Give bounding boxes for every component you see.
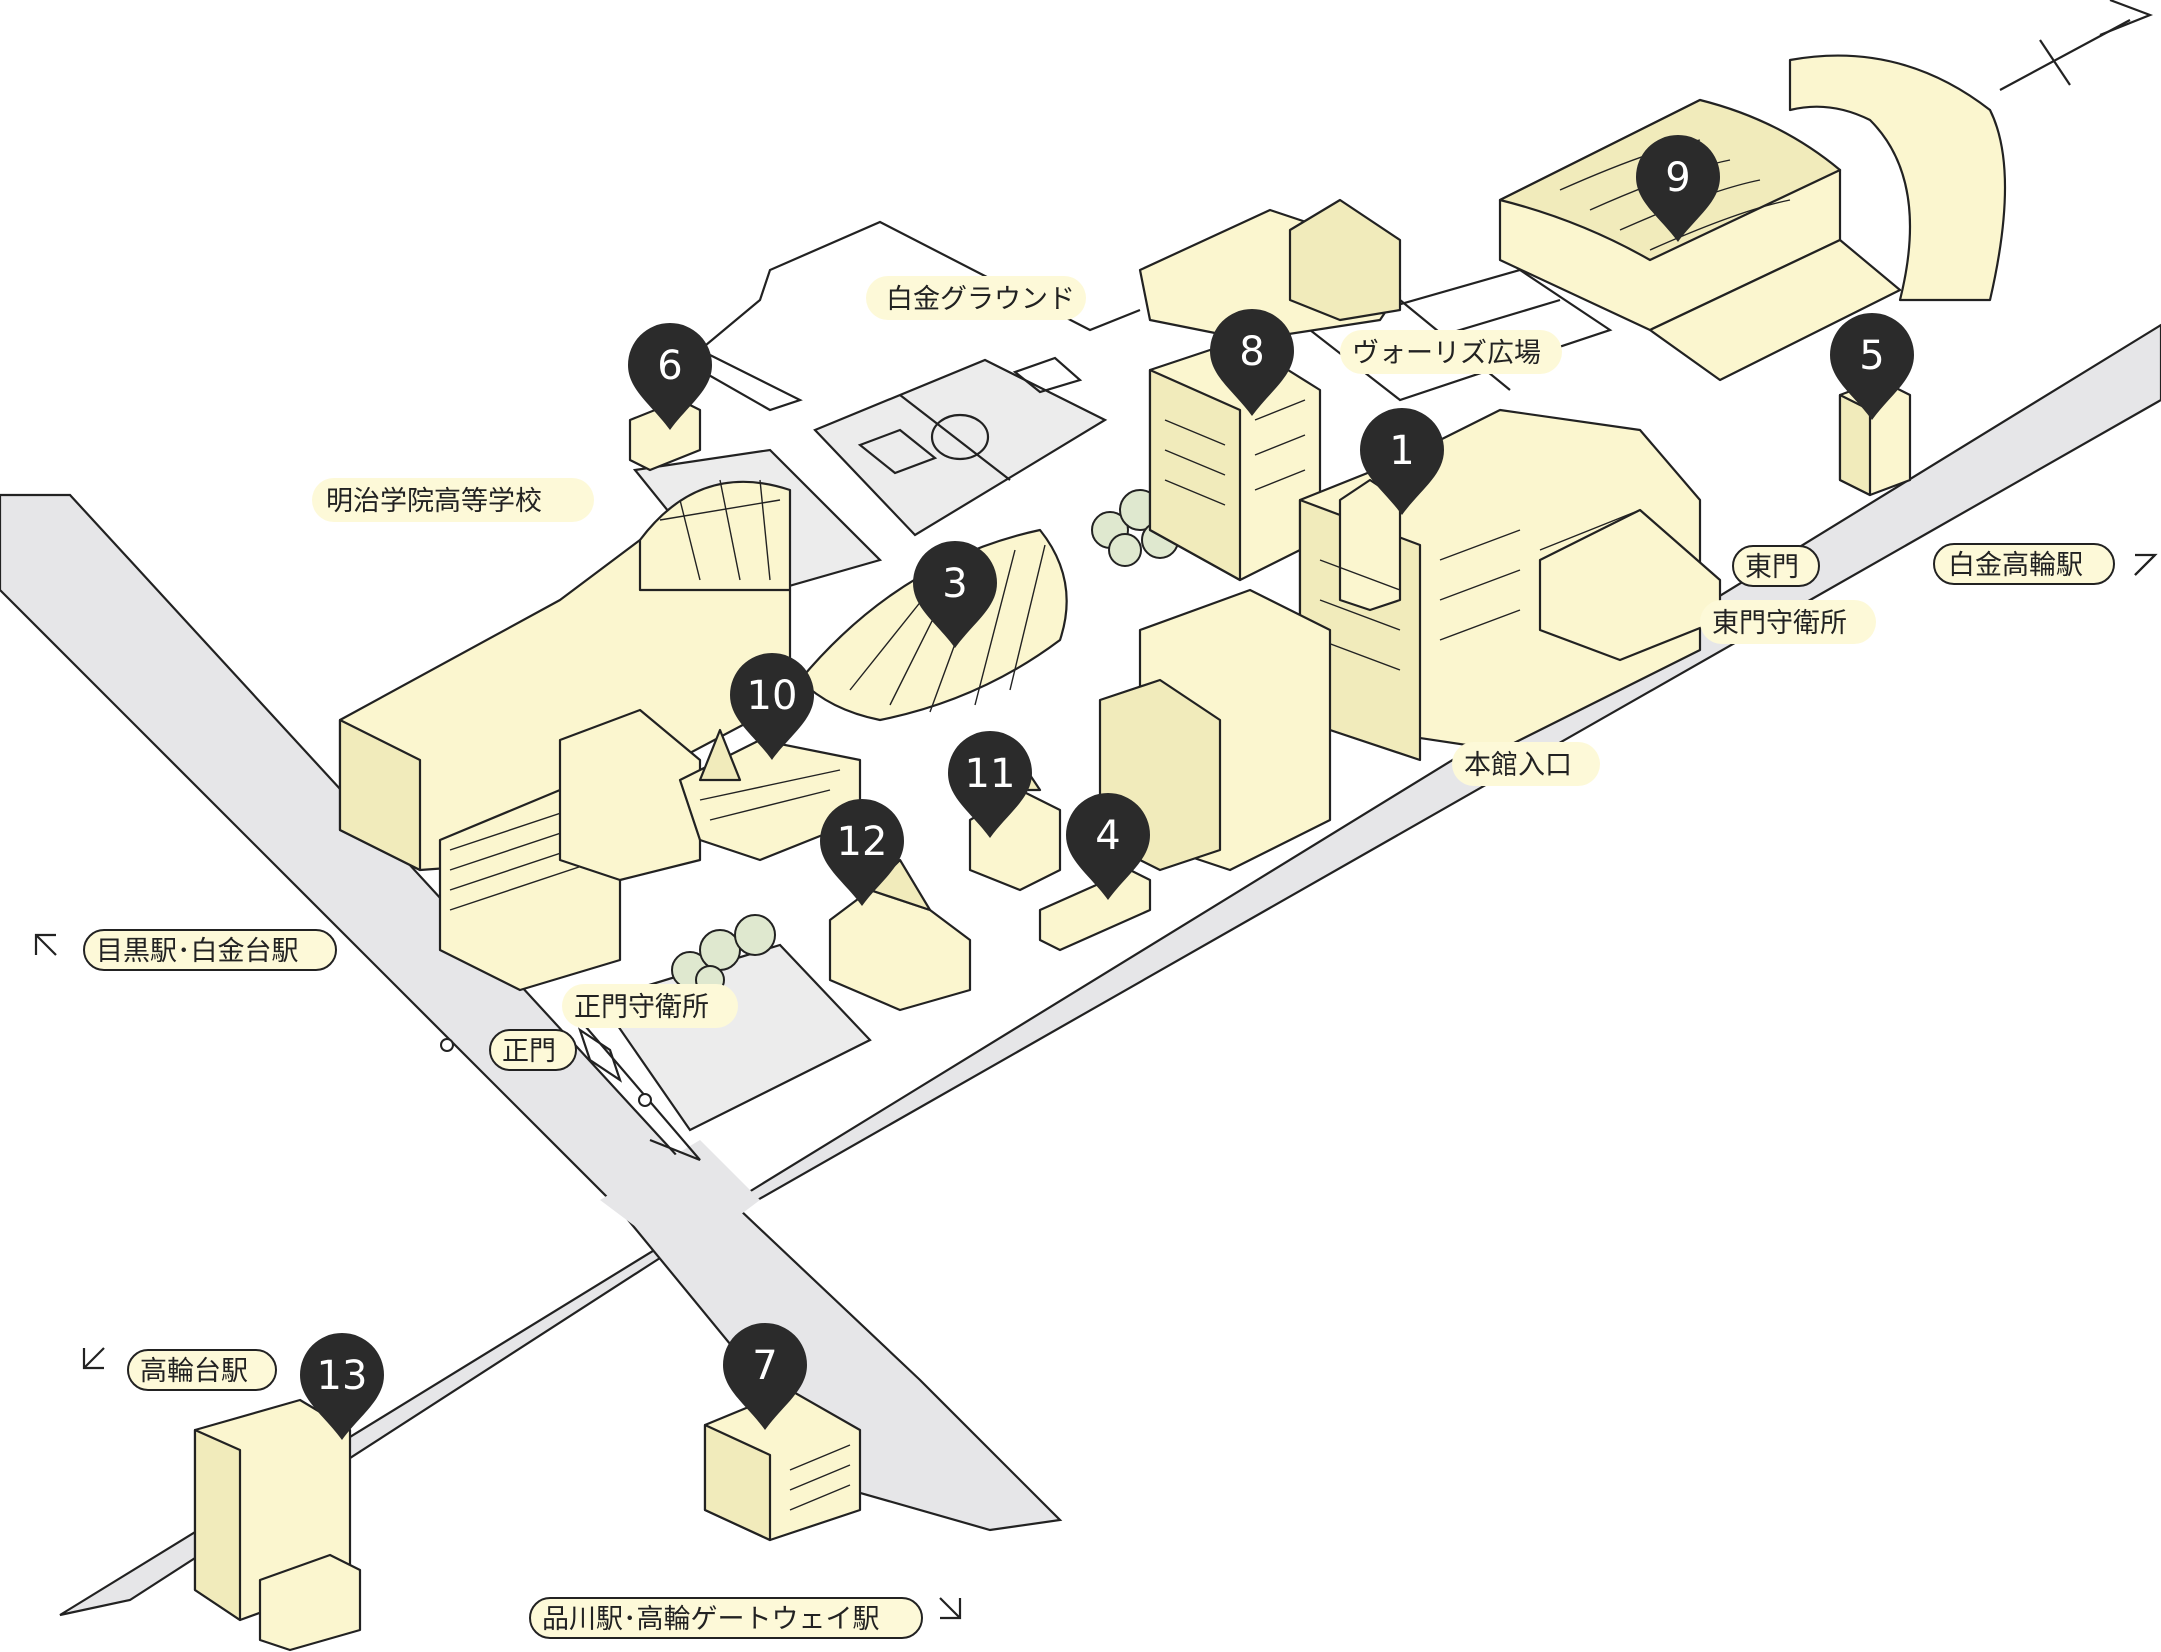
gymnasium	[1498, 54, 2007, 382]
compass-icon	[1999, 0, 2154, 91]
chapel-10	[678, 728, 862, 862]
map-pin-6[interactable]: 6	[628, 323, 712, 430]
svg-text:13: 13	[317, 1353, 368, 1399]
svg-text:ヴォーリズ広場: ヴォーリズ広場	[1352, 338, 1541, 369]
station-takanawadai[interactable]: 高輪台駅	[127, 1349, 277, 1391]
map-pin-3[interactable]: 3	[913, 541, 997, 648]
map-pins: 1 3 4 5 6 7 8 9	[300, 135, 1914, 1440]
station-meguro-shirokanedai[interactable]: 目黒駅･白金台駅	[83, 929, 337, 971]
arrow-southeast-icon	[939, 1597, 962, 1620]
arrow-northwest-icon	[34, 933, 57, 956]
svg-text:4: 4	[1095, 813, 1120, 859]
station-shirokane-takanawa[interactable]: 白金高輪駅	[1933, 543, 2115, 585]
map-pin-1[interactable]: 1	[1360, 408, 1444, 515]
arrow-northeast-icon	[2134, 553, 2158, 576]
map-pin-7[interactable]: 7	[723, 1323, 807, 1430]
station-shinagawa-gateway[interactable]: 品川駅･高輪ゲートウェイ駅	[529, 1597, 923, 1639]
map-pin-12[interactable]: 12	[820, 799, 904, 906]
tower-8	[1148, 338, 1322, 582]
svg-text:目黒駅･白金台駅: 目黒駅･白金台駅	[96, 936, 299, 967]
svg-text:明治学院高等学校: 明治学院高等学校	[326, 486, 542, 517]
svg-text:7: 7	[752, 1343, 777, 1389]
arrow-southwest-icon	[82, 1347, 105, 1370]
label-shirokane-ground: 白金グラウンド	[866, 276, 1086, 320]
building-7	[703, 1388, 862, 1542]
label-east-gate-guard: 東門守衛所	[1700, 600, 1876, 644]
svg-text:3: 3	[942, 561, 967, 607]
buildings	[193, 54, 2007, 1652]
svg-text:正門守衛所: 正門守衛所	[574, 992, 709, 1023]
building-13	[193, 1398, 362, 1652]
map-pin-4[interactable]: 4	[1066, 793, 1150, 900]
gate-labels: 東門 正門	[489, 545, 1820, 1071]
map-pin-13[interactable]: 13	[300, 1333, 384, 1440]
high-school-complex	[338, 479, 792, 992]
svg-text:6: 6	[657, 343, 682, 389]
map-pin-11[interactable]: 11	[948, 731, 1032, 838]
svg-text:品川駅･高輪ゲートウェイ駅: 品川駅･高輪ゲートウェイ駅	[542, 1604, 880, 1635]
map-pin-9[interactable]: 9	[1636, 135, 1720, 242]
svg-text:8: 8	[1239, 329, 1264, 375]
map-pin-8[interactable]: 8	[1210, 309, 1294, 416]
svg-text:東門: 東門	[1745, 552, 1799, 583]
label-main-gate: 正門	[489, 1029, 577, 1071]
svg-text:10: 10	[747, 673, 798, 719]
label-vories-plaza: ヴォーリズ広場	[1340, 330, 1562, 374]
map-pin-10[interactable]: 10	[730, 653, 814, 760]
svg-text:白金高輪駅: 白金高輪駅	[1948, 550, 2083, 581]
svg-text:東門守衛所: 東門守衛所	[1712, 608, 1847, 639]
station-labels: 白金高輪駅 目黒駅･白金台駅 高輪台駅 品川駅･高輪ゲートウェイ駅	[83, 543, 2115, 1639]
svg-text:本館入口: 本館入口	[1464, 750, 1572, 781]
label-meiji-high-school: 明治学院高等学校	[312, 478, 594, 522]
map-pin-5[interactable]: 5	[1830, 313, 1914, 420]
area-labels: 白金グラウンド ヴォーリズ広場 明治学院高等学校 東門守衛所 本館入口 正門守衛…	[312, 276, 1876, 1028]
svg-text:白金グラウンド: 白金グラウンド	[886, 284, 1075, 315]
svg-text:高輪台駅: 高輪台駅	[140, 1356, 248, 1387]
label-main-entrance: 本館入口	[1452, 742, 1600, 786]
svg-text:12: 12	[837, 819, 888, 865]
label-east-gate: 東門	[1732, 545, 1820, 587]
svg-text:5: 5	[1859, 333, 1884, 379]
svg-text:正門: 正門	[502, 1036, 556, 1067]
svg-text:11: 11	[965, 751, 1016, 797]
soccer-field	[813, 358, 1108, 537]
label-main-gate-guard: 正門守衛所	[562, 984, 738, 1028]
svg-text:9: 9	[1665, 155, 1690, 201]
svg-text:1: 1	[1389, 428, 1414, 474]
